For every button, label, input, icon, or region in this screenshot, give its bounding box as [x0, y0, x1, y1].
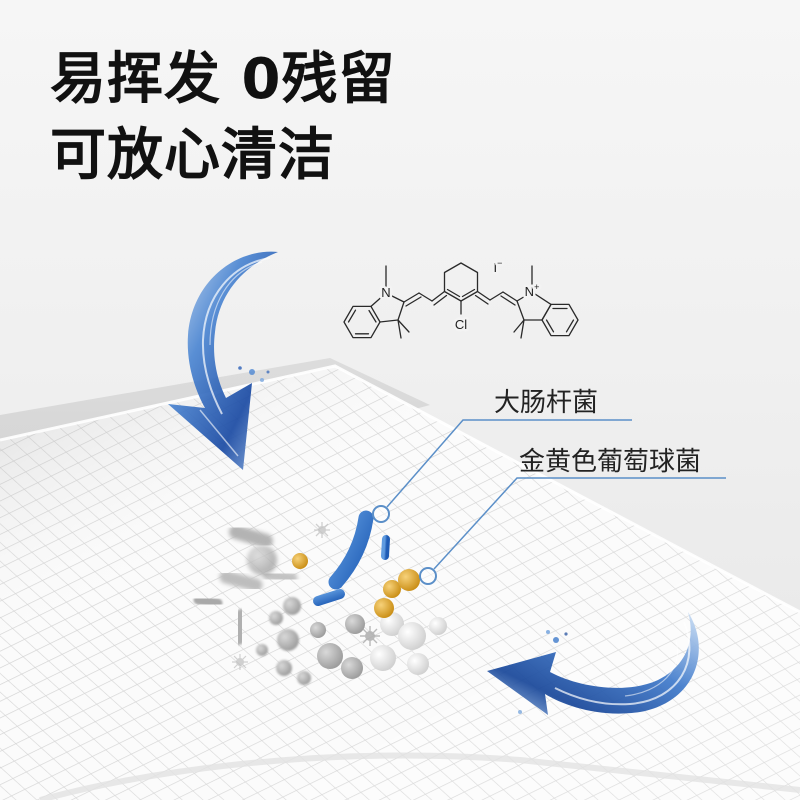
right-nitrogen-label: N+	[525, 282, 540, 299]
chlorine-label: Cl	[455, 317, 467, 332]
gray-coccus	[297, 671, 311, 685]
callout-marker	[419, 567, 437, 585]
virus-particle-icon	[314, 522, 330, 538]
chemical-structure: N N+ I− Cl	[343, 256, 579, 339]
callout-staph: 金黄色葡萄球菌	[419, 447, 726, 585]
gray-rod-bacterium	[219, 570, 263, 592]
white-coccus	[429, 617, 447, 635]
gray-coccus	[247, 545, 277, 575]
gray-coccus	[276, 660, 292, 676]
gray-rod-bacterium	[262, 569, 298, 584]
sheet-edge-highlight	[0, 364, 800, 614]
headline-line-1: 易挥发 0残留	[50, 47, 396, 112]
callout-ecoli: 大肠杆菌	[372, 388, 632, 523]
callout-label-ecoli: 大肠杆菌	[494, 388, 598, 418]
bacteria-cluster	[193, 510, 447, 685]
blue-rod-bacterium	[313, 589, 345, 606]
white-coccus	[407, 653, 429, 675]
gray-coccus	[277, 629, 299, 651]
gold-coccus	[374, 598, 394, 618]
gray-coccus	[283, 597, 301, 615]
gray-rod-bacterium	[234, 609, 246, 645]
leader-line	[386, 419, 632, 508]
blue-rod-bacterium	[381, 535, 390, 560]
white-coccus	[398, 622, 426, 650]
gray-coccus	[310, 622, 326, 638]
gold-coccus	[398, 569, 420, 591]
gray-coccus	[341, 657, 363, 679]
sheet-fold-edge	[39, 752, 800, 800]
virus-particle-icon	[360, 626, 380, 646]
white-coccus	[370, 645, 396, 671]
left-nitrogen-label: N	[381, 285, 390, 300]
headline-line-2: 可放心清洁	[50, 123, 335, 188]
gold-coccus	[383, 580, 401, 598]
callout-label-staph: 金黄色葡萄球菌	[519, 447, 701, 477]
swirl-arrow-down-icon	[168, 251, 278, 470]
callout-marker	[372, 505, 390, 523]
gray-rod-bacterium	[229, 525, 273, 548]
gold-coccus	[292, 553, 308, 569]
virus-particle-icon	[232, 654, 248, 670]
swirl-arrow-left-icon	[487, 612, 699, 715]
gray-coccus	[256, 644, 268, 656]
leader-line	[433, 477, 726, 570]
gray-coccus	[345, 614, 365, 634]
gray-coccus	[269, 611, 283, 625]
gray-rod-bacterium	[193, 595, 223, 608]
white-coccus	[380, 612, 404, 636]
gray-coccus	[317, 643, 343, 669]
counter-ion-label: I−	[494, 258, 503, 275]
blue-rod-bacterium	[328, 510, 374, 590]
